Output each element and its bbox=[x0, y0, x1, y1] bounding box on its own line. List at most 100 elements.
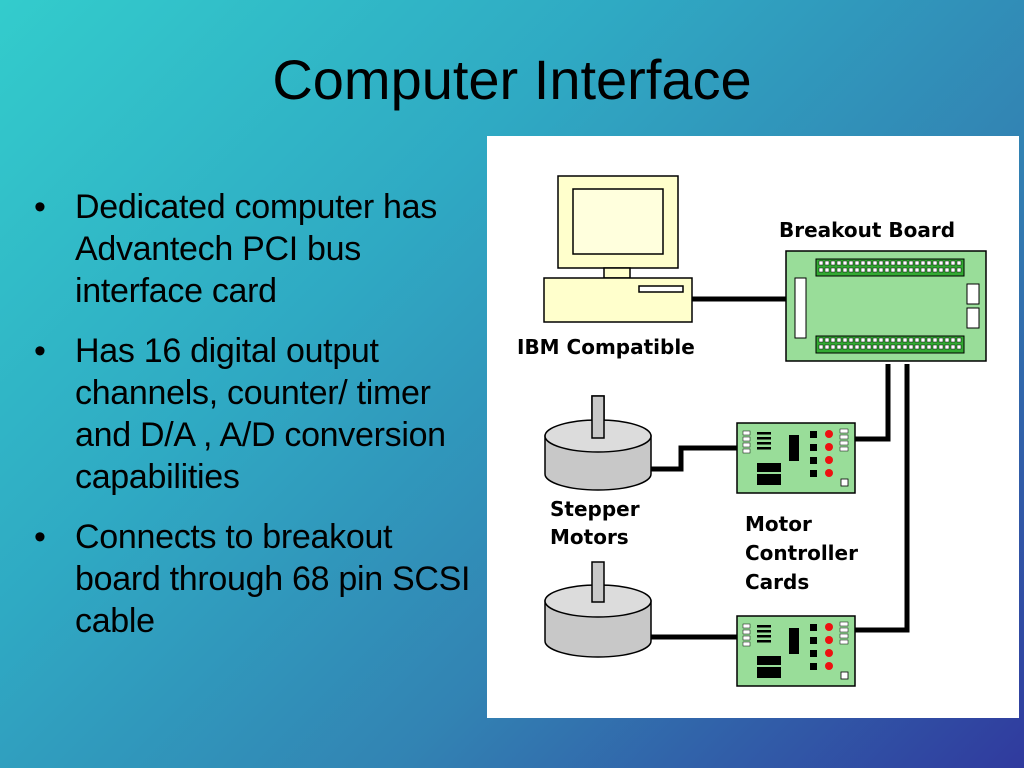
card-led bbox=[825, 469, 833, 477]
computer-icon bbox=[543, 175, 693, 323]
connector-pin bbox=[884, 260, 890, 266]
cable-card-top-to-motor-top bbox=[645, 445, 737, 472]
card-jumper bbox=[840, 478, 849, 487]
connector-pin bbox=[902, 267, 908, 273]
motor-controller-card-top-icon bbox=[736, 422, 856, 494]
connector-pin bbox=[950, 260, 956, 266]
card-switch bbox=[742, 635, 751, 641]
card-switch bbox=[742, 629, 751, 635]
connector-pin bbox=[842, 267, 848, 273]
connector-pin bbox=[866, 344, 872, 350]
connector-pin bbox=[956, 267, 962, 273]
stepper-motor-bottom-icon bbox=[544, 561, 652, 658]
card-relay bbox=[789, 628, 799, 654]
connector-pin bbox=[920, 260, 926, 266]
connector-pin bbox=[896, 267, 902, 273]
connector-pin bbox=[824, 260, 830, 266]
card-trace bbox=[757, 630, 771, 633]
connector-pin bbox=[866, 267, 872, 273]
cards-label-line-2: Controller bbox=[745, 541, 858, 565]
card-terminal bbox=[810, 637, 817, 644]
connector-pin bbox=[950, 267, 956, 273]
card-switch bbox=[742, 623, 751, 629]
card-terminal bbox=[810, 624, 817, 631]
card-terminal bbox=[810, 431, 817, 438]
connector-pin bbox=[830, 337, 836, 343]
connector-pin bbox=[872, 337, 878, 343]
card-trace bbox=[757, 625, 771, 628]
card-chip-gap bbox=[757, 665, 781, 667]
connector-pin bbox=[938, 337, 944, 343]
bullet-item: Dedicated computer has Advantech PCI bus… bbox=[30, 186, 482, 312]
connector-pin bbox=[944, 337, 950, 343]
card-header-pin bbox=[839, 434, 849, 440]
motors-label-line-2: Motors bbox=[550, 525, 629, 549]
cables bbox=[645, 296, 910, 640]
connector-pin bbox=[950, 337, 956, 343]
connector-pin bbox=[944, 260, 950, 266]
connector-pin bbox=[944, 344, 950, 350]
connector-pin bbox=[848, 267, 854, 273]
connector-pin bbox=[944, 267, 950, 273]
card-switch bbox=[742, 448, 751, 454]
connector-pin bbox=[914, 337, 920, 343]
connector-pin bbox=[932, 344, 938, 350]
card-led bbox=[825, 430, 833, 438]
card-header-pin bbox=[839, 440, 849, 446]
connector-pin bbox=[884, 267, 890, 273]
connector-pin bbox=[830, 260, 836, 266]
computer-label: IBM Compatible bbox=[517, 335, 695, 359]
card-terminal bbox=[810, 457, 817, 464]
connector-pin bbox=[950, 344, 956, 350]
connector-pin bbox=[908, 260, 914, 266]
card-jumper bbox=[840, 671, 849, 680]
connector-pin bbox=[854, 260, 860, 266]
connector-pin bbox=[824, 344, 830, 350]
connector-pin bbox=[956, 344, 962, 350]
connector-pin bbox=[896, 344, 902, 350]
slide-title: Computer Interface bbox=[272, 48, 752, 111]
connector-pin bbox=[896, 260, 902, 266]
connector-pin bbox=[938, 260, 944, 266]
card-terminal bbox=[810, 470, 817, 477]
card-led bbox=[825, 649, 833, 657]
connector-pin bbox=[878, 337, 884, 343]
connector-pin bbox=[878, 344, 884, 350]
connector-pin bbox=[926, 337, 932, 343]
connector-pin bbox=[938, 344, 944, 350]
card-terminal bbox=[810, 444, 817, 451]
connector-pin bbox=[854, 344, 860, 350]
connector-pin bbox=[836, 337, 842, 343]
connector-pin bbox=[884, 344, 890, 350]
connector-pin bbox=[896, 337, 902, 343]
cards-label-line-1: Motor bbox=[745, 512, 812, 536]
connector-pin bbox=[872, 267, 878, 273]
connector-pin bbox=[866, 260, 872, 266]
connector-pin bbox=[926, 260, 932, 266]
connector-pin bbox=[842, 344, 848, 350]
connector-pin bbox=[914, 267, 920, 273]
connector-pin bbox=[818, 267, 824, 273]
connector-pin bbox=[836, 267, 842, 273]
card-led bbox=[825, 456, 833, 464]
connector-pin bbox=[908, 344, 914, 350]
connector-pin bbox=[818, 344, 824, 350]
connector-pin bbox=[848, 337, 854, 343]
connector-pin bbox=[902, 260, 908, 266]
connector-pin bbox=[830, 267, 836, 273]
interface-diagram: IBM Compatible Breakout Board Stepper Mo… bbox=[487, 136, 1019, 718]
stepper-motor-top-icon bbox=[544, 395, 652, 491]
cards-label-line-3: Cards bbox=[745, 570, 809, 594]
connector-pin bbox=[860, 260, 866, 266]
connector-pin bbox=[842, 337, 848, 343]
bullet-item: Connects to breakout board through 68 pi… bbox=[30, 516, 482, 642]
motors-label-line-1: Stepper bbox=[550, 497, 640, 521]
connector-pin bbox=[860, 267, 866, 273]
card-chip-gap bbox=[757, 472, 781, 474]
card-led bbox=[825, 623, 833, 631]
card-trace bbox=[757, 437, 771, 440]
connector-pin bbox=[848, 344, 854, 350]
breakout-board-icon bbox=[785, 250, 987, 362]
card-header-pin bbox=[839, 446, 849, 452]
card-header-pin bbox=[839, 621, 849, 627]
